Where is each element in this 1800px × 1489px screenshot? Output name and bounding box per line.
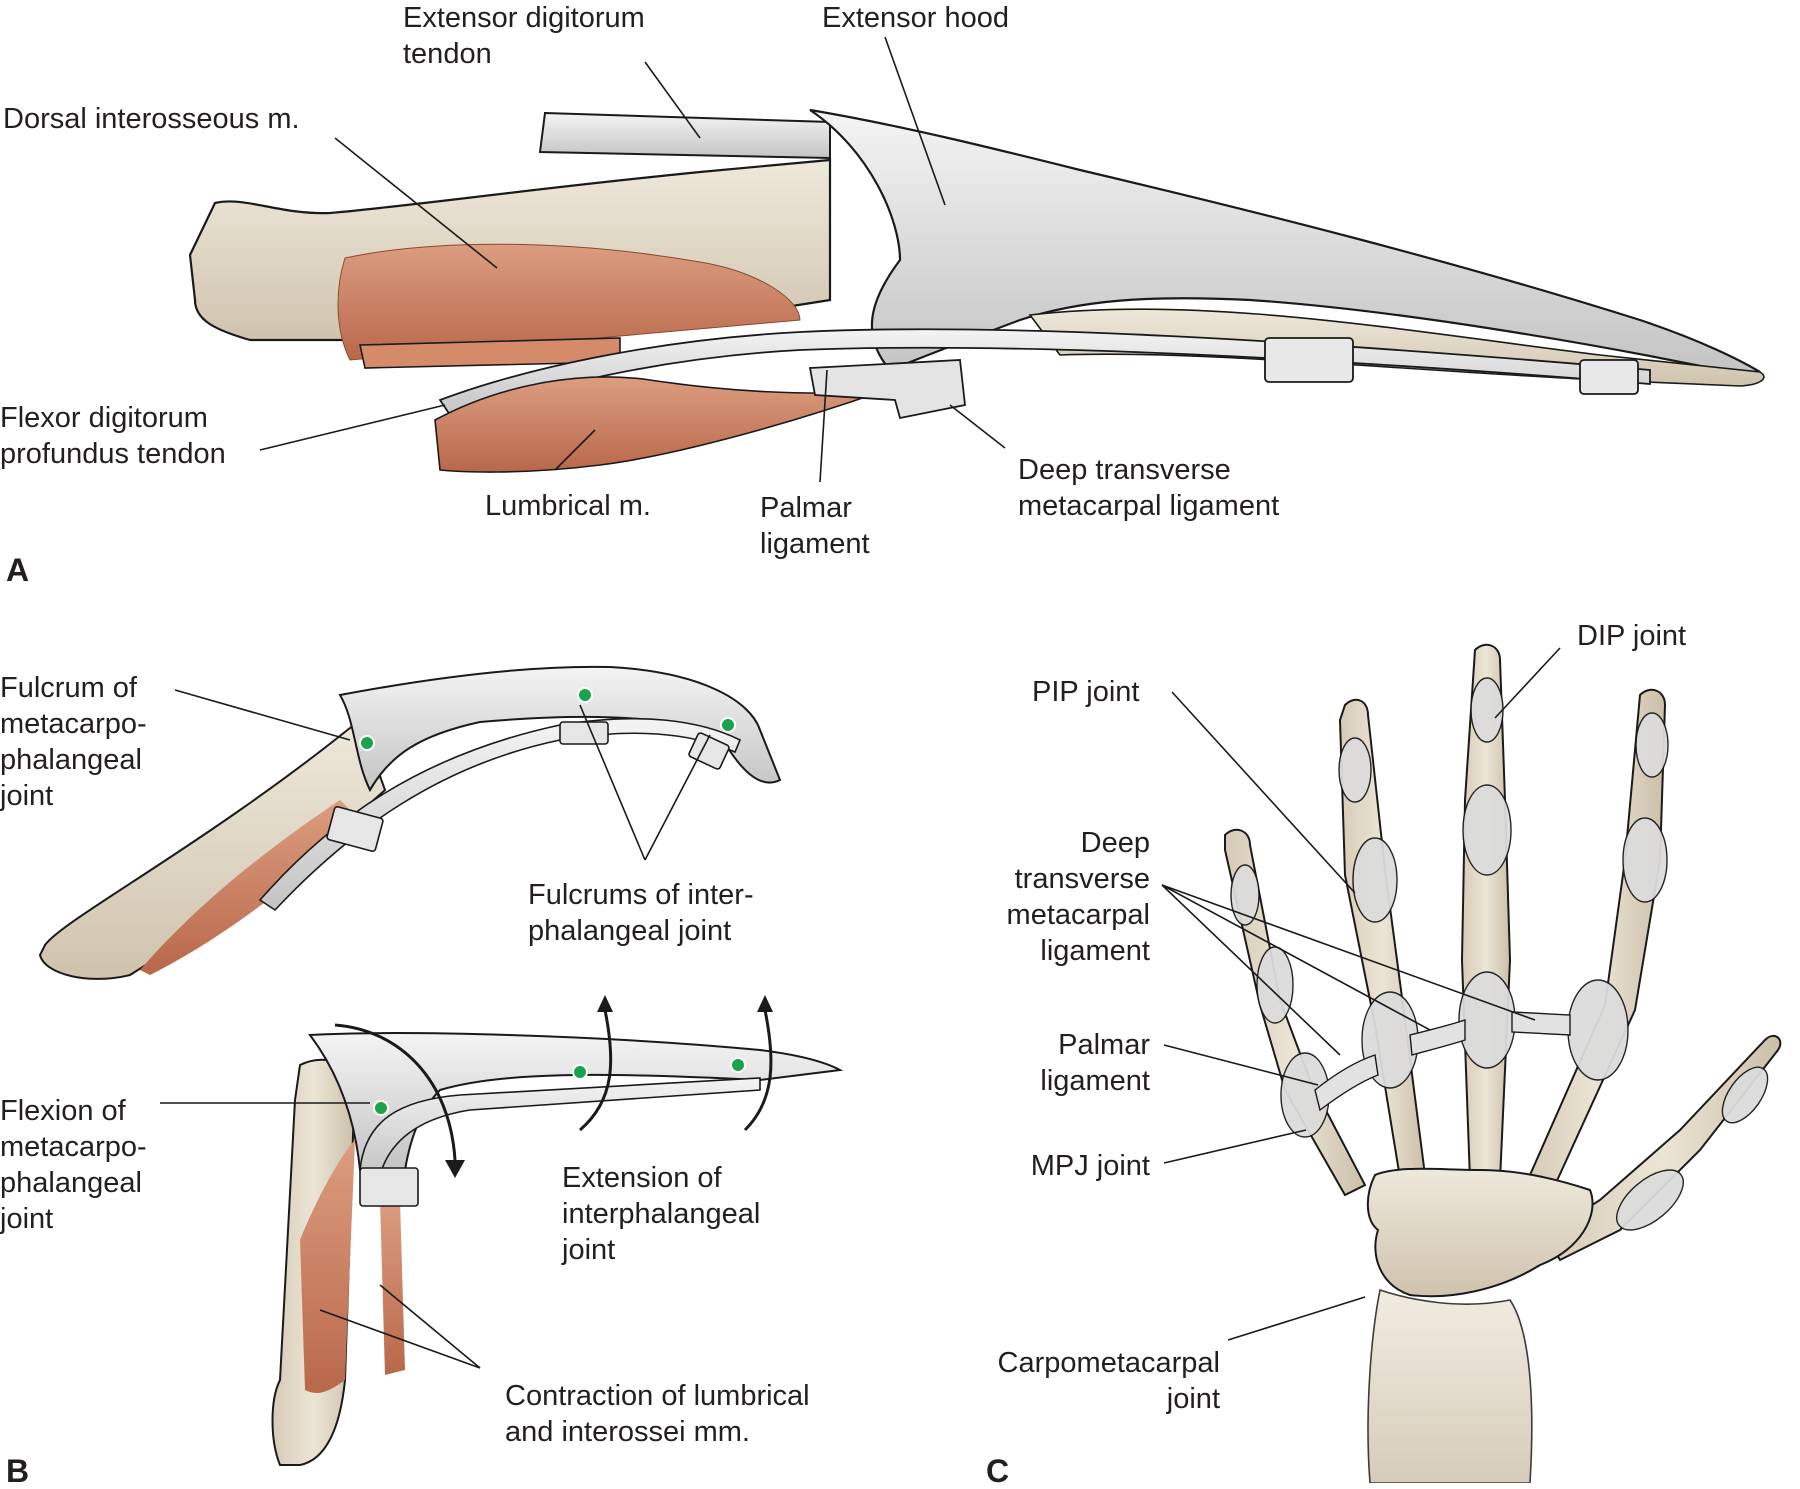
dip-capsule-index (1635, 712, 1669, 778)
finger-index (1528, 688, 1667, 1187)
label-fulcrums-ip: Fulcrums of inter- phalangeal joint (528, 879, 754, 947)
panel-b-bottom-illustration (160, 995, 844, 1466)
fulcrum-dot-mcp (359, 735, 375, 751)
dtml-band-1 (1314, 1054, 1379, 1112)
extension-arrow-pip (579, 1009, 613, 1132)
interossei-b2 (380, 1200, 405, 1375)
fulcrum-dot-dip (720, 717, 736, 733)
dip-capsule-little (1230, 864, 1260, 926)
radius-ulna (1367, 1288, 1533, 1483)
extensor-digitorum-tendon (538, 111, 831, 160)
panel-letter-b: B (6, 1453, 30, 1489)
extension-arrow-dip (743, 1009, 773, 1132)
pulley-b1-pip (559, 721, 609, 745)
panel-c-illustration (1161, 643, 1782, 1483)
pip-capsule-little (1256, 946, 1294, 1024)
metacarpal-bone-b1 (38, 718, 387, 980)
pulley-a2 (1579, 359, 1639, 395)
dorsal-interosseous-muscle (337, 243, 801, 361)
label-extensor-hood: Extensor hood (822, 2, 1010, 34)
label-palmar-ligament-c: Palmar ligament (1040, 1029, 1150, 1097)
ip-capsule-thumb (1721, 1066, 1769, 1124)
dip-capsule-middle (1470, 677, 1504, 743)
label-contraction: Contraction of lumbrical and interossei … (505, 1380, 810, 1448)
flexion-arrow (334, 1023, 457, 1161)
pip-capsule-ring (1352, 837, 1398, 923)
label-cmc-joint: Carpometacarpal joint (997, 1347, 1220, 1415)
pulley-b2-mcp (359, 1167, 419, 1207)
label-pip-joint: PIP joint (1032, 676, 1140, 708)
panel-letter-a: A (6, 552, 30, 588)
label-fdp-tendon: Flexor digitorum profundus tendon (0, 402, 226, 470)
palmar-ligament-a (808, 359, 966, 420)
fulcrum-dot-pip-flexed (572, 1064, 588, 1080)
label-deep-transverse-metacarpal-a: Deep transverse metacarpal ligament (1018, 454, 1280, 522)
label-deep-transverse-metacarpal-c: Deep transverse metacarpal ligament (1006, 827, 1150, 967)
pulley-b1-mcp (326, 805, 384, 853)
label-dip-joint: DIP joint (1577, 620, 1687, 652)
panel-a-illustration (188, 36, 1765, 483)
label-lumbrical: Lumbrical m. (485, 490, 651, 522)
label-dorsal-interosseous: Dorsal interosseous m. (3, 103, 300, 135)
fulcrum-dot-mcp-flexed (373, 1100, 389, 1116)
mcp-capsule-index (1567, 979, 1629, 1081)
pip-capsule-middle (1462, 784, 1512, 876)
label-flexion-mcp: Flexion of metacarpo- phalangeal joint (0, 1095, 147, 1235)
label-extension-ip: Extension of interphalangeal joint (562, 1162, 761, 1266)
fulcrum-dot-dip-flexed (730, 1057, 746, 1073)
pulley-a1 (1264, 337, 1354, 383)
label-mpj-joint: MPJ joint (1030, 1150, 1150, 1182)
dtml-band-2 (1409, 1019, 1466, 1056)
pip-capsule-index (1622, 817, 1668, 903)
flexor-tendon-b2 (359, 1077, 761, 1176)
pulley-b1-dip (688, 732, 730, 770)
label-palmar-ligament-a: Palmar ligament (760, 492, 870, 560)
panel-letter-c: C (986, 1453, 1010, 1489)
mcp-capsule-thumb (1616, 1169, 1684, 1231)
panel-b-top-illustration (38, 665, 782, 980)
dip-capsule-ring (1338, 737, 1372, 803)
carpal-bones (1366, 1167, 1594, 1298)
lumbrical-muscle-b2 (300, 1140, 355, 1393)
mcp-capsule-middle (1458, 971, 1516, 1069)
interossei-b1 (140, 800, 360, 975)
label-fulcrum-mcp: Fulcrum of metacarpo- phalangeal joint (0, 672, 147, 812)
label-extensor-digitorum-tendon: Extensor digitorum tendon (403, 2, 645, 70)
fulcrum-dot-pip (577, 687, 593, 703)
